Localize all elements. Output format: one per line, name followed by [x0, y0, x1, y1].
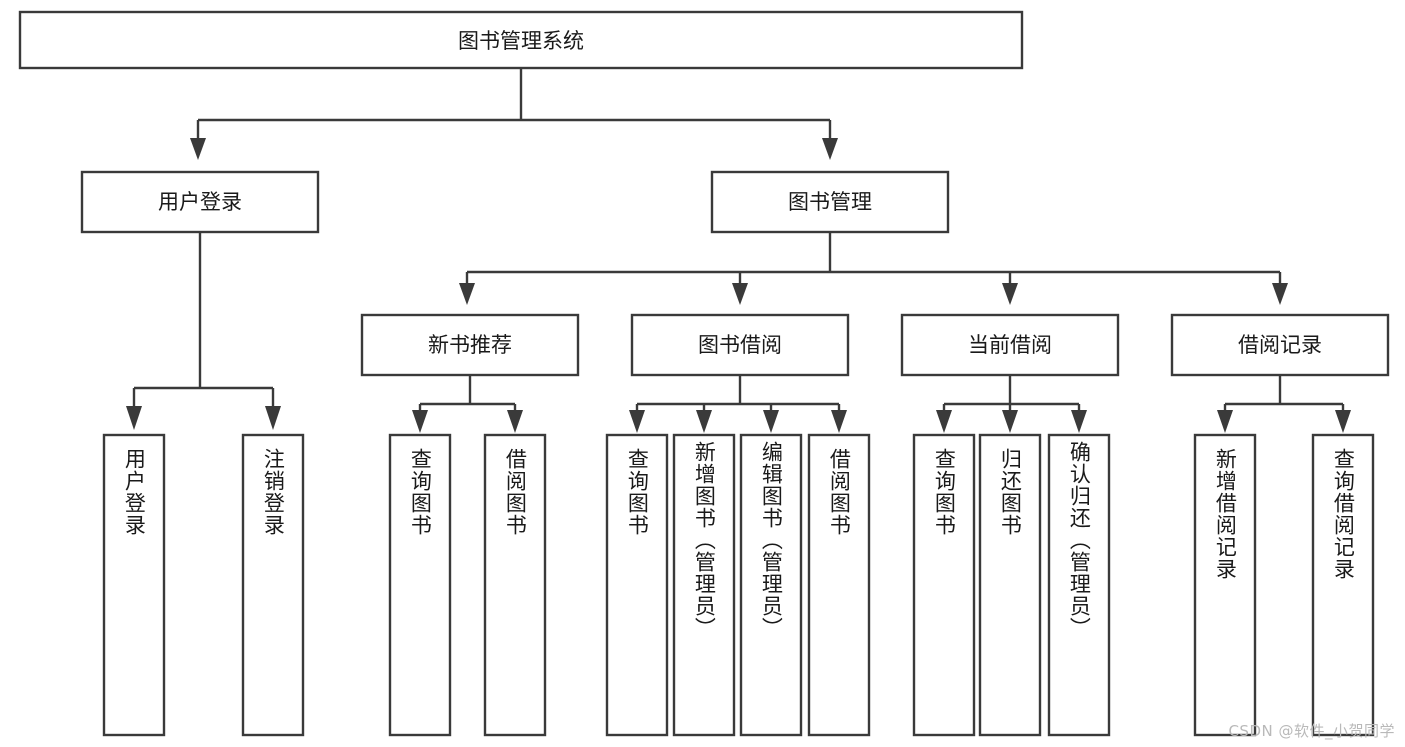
- connector-root-to-level2: [190, 68, 838, 160]
- arrow-icon: [732, 283, 748, 305]
- node-current-borrow[interactable]: 当前借阅: [900, 313, 1120, 377]
- leaf-box[interactable]: [1193, 433, 1257, 737]
- node-book-management[interactable]: 图书管理: [710, 170, 950, 234]
- leaf-box[interactable]: [1311, 433, 1375, 737]
- arrow-icon: [190, 138, 206, 160]
- arrow-icon: [1272, 283, 1288, 305]
- leaf-box[interactable]: [912, 433, 976, 737]
- arrow-icon: [822, 138, 838, 160]
- connector-bookborrow-to-leaves: [629, 375, 847, 433]
- node-borrow-record[interactable]: 借阅记录: [1170, 313, 1390, 377]
- node-box: [710, 170, 950, 234]
- arrow-icon: [1071, 410, 1087, 433]
- node-label-new-book-recommend: 新书推荐: [428, 333, 512, 357]
- connector-userlogin-to-leaves: [126, 232, 281, 430]
- node-label-book-borrow: 图书借阅: [698, 333, 782, 357]
- leaf-box[interactable]: [978, 433, 1042, 737]
- node-root[interactable]: 图书管理系统: [18, 10, 1024, 70]
- node-box: [360, 313, 580, 377]
- arrow-icon: [1002, 283, 1018, 305]
- leaf-boxes-book-borrow: [605, 433, 871, 737]
- node-box: [630, 313, 850, 377]
- node-label-user-login: 用户登录: [158, 190, 242, 214]
- node-box: [80, 170, 320, 234]
- connector-currentborrow-to-leaves: [936, 375, 1087, 433]
- node-new-book-recommend[interactable]: 新书推荐: [360, 313, 580, 377]
- node-label-borrow-record: 借阅记录: [1238, 333, 1322, 357]
- leaf-boxes-borrow-record: [1193, 433, 1375, 737]
- leaf-box[interactable]: [102, 433, 166, 737]
- node-box: [900, 313, 1120, 377]
- arrow-icon: [1002, 410, 1018, 433]
- node-label-current-borrow: 当前借阅: [968, 333, 1052, 357]
- node-label-root: 图书管理系统: [458, 29, 584, 53]
- arrow-icon: [629, 410, 645, 433]
- node-user-login[interactable]: 用户登录: [80, 170, 320, 234]
- arrow-icon: [936, 410, 952, 433]
- arrow-icon: [265, 406, 281, 430]
- connector-newbook-to-leaves: [412, 375, 523, 433]
- arrow-icon: [1217, 410, 1233, 433]
- leaf-box[interactable]: [483, 433, 547, 737]
- connector-bookmgmt-to-level3: [459, 232, 1288, 305]
- arrow-icon: [1335, 410, 1351, 433]
- watermark: CSDN @软件_小贺同学: [1228, 722, 1395, 740]
- node-label-book-management: 图书管理: [788, 190, 872, 214]
- arrow-icon: [412, 410, 428, 433]
- leaf-box[interactable]: [672, 433, 736, 737]
- node-box: [1170, 313, 1390, 377]
- leaf-box[interactable]: [388, 433, 452, 737]
- node-box: [18, 10, 1024, 70]
- connector-borrowrecord-to-leaves: [1217, 375, 1351, 433]
- leaf-box[interactable]: [241, 433, 305, 737]
- leaf-boxes-current-borrow: [912, 433, 1111, 737]
- leaf-boxes-new-book-recommend: [388, 433, 547, 737]
- node-book-borrow[interactable]: 图书借阅: [630, 313, 850, 377]
- leaf-box[interactable]: [739, 433, 803, 737]
- leaf-boxes-user-login: [102, 433, 305, 737]
- arrow-icon: [126, 406, 142, 430]
- leaf-box[interactable]: [807, 433, 871, 737]
- arrow-icon: [459, 283, 475, 305]
- arrow-icon: [831, 410, 847, 433]
- leaf-box[interactable]: [1047, 433, 1111, 737]
- arrow-icon: [763, 410, 779, 433]
- arrow-icon: [696, 410, 712, 433]
- leaf-box[interactable]: [605, 433, 669, 737]
- arrow-icon: [507, 410, 523, 433]
